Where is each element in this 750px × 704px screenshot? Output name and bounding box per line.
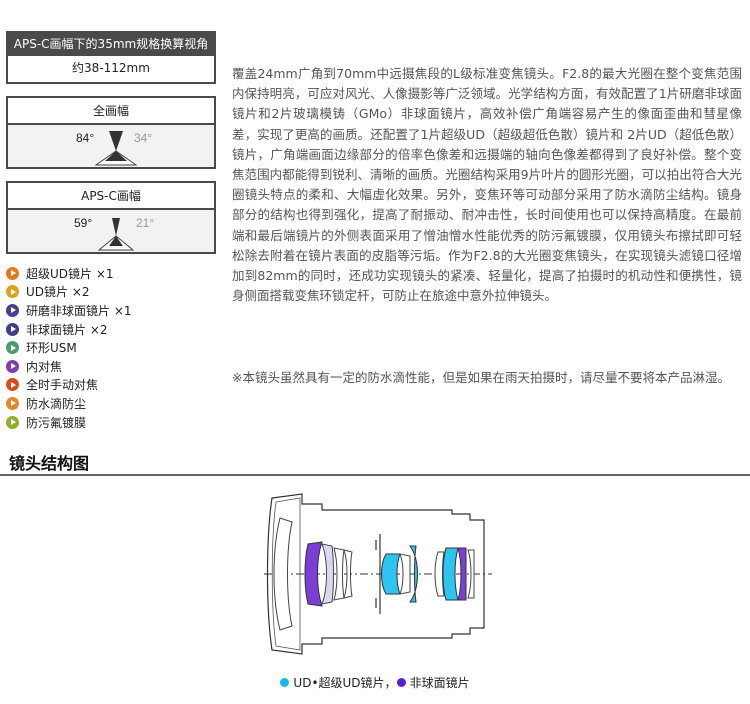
feature-item: 超级UD镜片 ×1	[6, 264, 216, 283]
aspherical-legend-label: 非球面镜片	[409, 676, 470, 690]
apsc-tele-fan-icon	[112, 218, 120, 236]
section-title: 镜头结构图	[9, 454, 90, 473]
aspherical-legend-dot-icon	[396, 678, 406, 687]
ud-legend-label: UD•超级UD镜片，	[293, 676, 397, 690]
feature-item: 内对焦	[6, 357, 216, 376]
equivalent-focal-value: 约38-112mm	[72, 61, 150, 75]
apsc-title: APS-C画幅	[8, 183, 214, 210]
apsc-angle-view: 59° 21°	[8, 210, 214, 252]
play-bullet-icon	[6, 285, 19, 299]
play-bullet-icon	[6, 303, 19, 317]
apsc-tele-fan-lower-icon	[109, 236, 123, 246]
full-frame-angle-graphic: 84° 34°	[76, 131, 152, 166]
full-frame-box: 全画幅 84° 34°	[6, 96, 216, 169]
diagram-caption: UD•超级UD镜片， 非球面镜片	[0, 674, 750, 691]
feature-label: 非球面镜片 ×2	[26, 322, 108, 337]
feature-label: 防污氟镀膜	[26, 415, 87, 430]
full-frame-wide-angle: 84°	[76, 131, 94, 145]
feature-label: 环形USM	[26, 341, 77, 356]
ud-lens-1	[381, 553, 401, 595]
feature-legend: 超级UD镜片 ×1 UD镜片 ×2 研磨非球面镜片 ×1 非球面镜片 ×2 环形…	[6, 264, 216, 431]
feature-item: 全时手动对焦	[6, 376, 216, 395]
feature-label: 全时手动对焦	[26, 378, 99, 393]
aspherical-lens-1	[304, 541, 323, 607]
apsc-tele-angle: 21°	[136, 216, 154, 230]
feature-label: 超级UD镜片 ×1	[26, 266, 114, 281]
front-lens-4	[343, 549, 353, 599]
feature-item: 防污氟镀膜	[6, 413, 216, 432]
apsc-box: APS-C画幅 59° 21°	[6, 181, 216, 254]
feature-item: 环形USM	[6, 338, 216, 357]
tele-angle-fan-icon	[109, 131, 123, 151]
rear-lens-1	[434, 551, 445, 597]
play-bullet-icon	[6, 415, 19, 429]
ud-lens-2	[409, 545, 418, 603]
feature-label: 防水滴防尘	[26, 396, 87, 411]
feature-item: 防水滴防尘	[6, 394, 216, 413]
full-frame-title: 全画幅	[8, 98, 214, 125]
play-bullet-icon	[6, 322, 19, 336]
rear-lens-2	[467, 549, 475, 599]
left-column: APS-C画幅下的35mm规格换算视角 约38-112mm 全画幅 84° 34…	[6, 31, 216, 431]
feature-item: 研磨非球面镜片 ×1	[6, 301, 216, 320]
apsc-angle-graphic: 59° 21°	[74, 216, 154, 251]
play-bullet-icon	[6, 341, 19, 355]
equivalent-angle-box: APS-C画幅下的35mm规格换算视角 约38-112mm	[6, 31, 216, 84]
ud-legend-dot-icon	[280, 678, 290, 687]
section-divider	[0, 474, 750, 476]
play-bullet-icon	[6, 396, 19, 410]
full-frame-angle-view: 84° 34°	[8, 125, 214, 167]
front-element-inner-outline	[271, 497, 301, 651]
front-lens-1	[273, 517, 293, 631]
lens-barrel-outline	[266, 493, 485, 655]
aspherical-lens-2	[457, 547, 467, 601]
play-bullet-icon	[6, 378, 19, 392]
equivalent-angle-heading: APS-C画幅下的35mm规格换算视角	[8, 33, 214, 56]
tele-angle-fan-lower-icon	[105, 151, 127, 161]
middle-lens-1	[399, 553, 411, 595]
play-bullet-icon	[6, 359, 19, 373]
feature-item: UD镜片 ×2	[6, 283, 216, 302]
play-bullet-icon	[6, 266, 19, 280]
full-frame-tele-angle: 34°	[134, 131, 152, 145]
lens-structure-diagram	[264, 493, 492, 655]
weather-note: ※本镜头虽然具有一定的防水滴性能，但是如果在雨天拍摄时，请尽量不要将本产品淋湿。	[232, 370, 730, 385]
lens-description: 覆盖24mm广角到70mm中远摄焦段的L级标准变焦镜头。F2.8的最大光圈在整个…	[232, 66, 742, 304]
feature-label: UD镜片 ×2	[26, 285, 90, 300]
ud-lens-3	[442, 547, 459, 601]
apsc-wide-angle: 59°	[74, 216, 92, 230]
feature-label: 内对焦	[26, 359, 63, 374]
feature-label: 研磨非球面镜片 ×1	[26, 303, 132, 318]
front-lens-2	[321, 543, 334, 605]
feature-item: 非球面镜片 ×2	[6, 320, 216, 339]
